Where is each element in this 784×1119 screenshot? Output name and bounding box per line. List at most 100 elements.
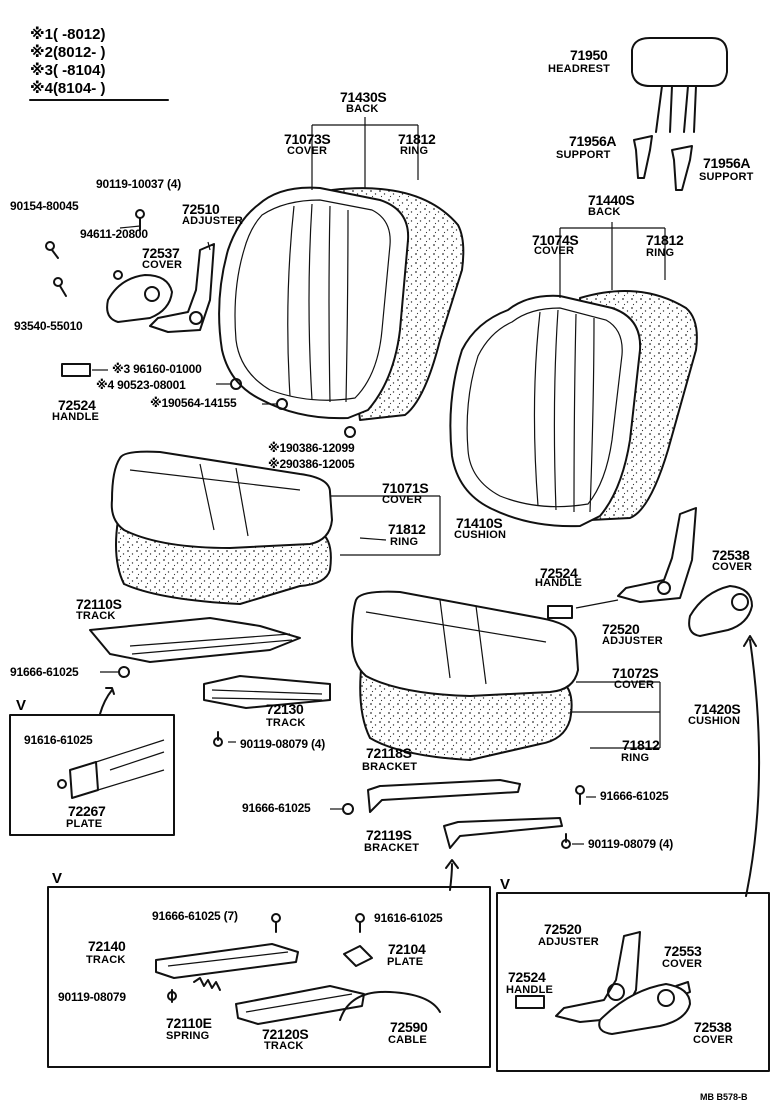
label-71072s-cover: COVER — [614, 679, 655, 691]
track-72120s-drawing — [235, 985, 365, 1025]
view-mark-2: V — [52, 870, 63, 887]
label-71956a-2: 71956A — [703, 155, 751, 171]
label-71440s-back: BACK — [588, 206, 621, 218]
adjuster-72520-drawing — [617, 507, 697, 603]
label-71071s: 71071S — [382, 480, 429, 496]
track-72140-drawing — [155, 943, 299, 979]
leader-lines — [92, 117, 666, 845]
label-72520-a: 72520 — [602, 621, 640, 637]
label-290386-12005: ※290386-12005 — [268, 457, 355, 471]
legend-row-3: ※3( -8104) — [30, 62, 106, 79]
label-71074s-cover: COVER — [534, 245, 575, 257]
handle-72524-drawing — [61, 363, 91, 377]
view-box-adjuster — [496, 892, 770, 1072]
label-71956a-2-support: SUPPORT — [699, 171, 754, 183]
label-190386-12099: ※190386-12099 — [268, 441, 355, 455]
cable-72590-drawing — [339, 990, 441, 1021]
label-71430s-back: BACK — [346, 103, 379, 115]
cushion-71420s-drawing — [351, 590, 579, 761]
label-71420s-cushion: CUSHION — [688, 715, 741, 727]
cover-72538b-drawing — [598, 983, 691, 1035]
label-71072s: 71072S — [612, 665, 659, 681]
bolt-91666a — [118, 666, 130, 678]
label-91666-61025-c: 91666-61025 — [600, 789, 669, 803]
label-72524-b: 72524 — [540, 565, 578, 581]
label-90523-08001: ※4 90523-08001 — [96, 378, 186, 392]
label-72104: 72104 — [388, 941, 426, 957]
view-mark-1: V — [16, 697, 27, 714]
label-72553: 72553 — [664, 943, 702, 959]
label-71812-a: 71812 — [398, 131, 436, 147]
label-91616-61025-a: 91616-61025 — [24, 733, 93, 747]
plate-72267-drawing — [57, 739, 165, 799]
label-headrest: HEADREST — [548, 63, 611, 75]
cover-72537-drawing — [106, 274, 173, 323]
handle-72524c-drawing — [515, 995, 545, 1009]
label-72110e-spring: SPRING — [166, 1030, 210, 1042]
spring-72110e-drawing — [193, 977, 221, 991]
legend-row-2: ※2(8012- ) — [30, 44, 106, 61]
bolt-93540-55010 — [53, 277, 67, 297]
label-72590-cable: CABLE — [388, 1034, 427, 1046]
bolt-90119-08079a — [213, 731, 223, 747]
label-72553-cover: COVER — [662, 958, 703, 970]
view-box-plate — [9, 714, 175, 836]
label-71812-d-ring: RING — [621, 752, 650, 764]
label-72267-plate: PLATE — [66, 818, 103, 830]
bolt-190386 — [344, 426, 356, 438]
headrest-part — [631, 37, 728, 133]
label-190564-14155: ※190564-14155 — [150, 396, 237, 410]
label-91666-61025-b: 91666-61025 — [242, 801, 311, 815]
label-72538-a-cover: COVER — [712, 561, 753, 573]
view-box-tracks — [47, 886, 491, 1068]
label-71430s: 71430S — [340, 89, 387, 105]
bracket-72119s-drawing — [443, 817, 563, 849]
label-72120s: 72120S — [262, 1026, 309, 1042]
label-94611-20800: 94611-20800 — [80, 227, 148, 241]
track-72110s-drawing — [89, 617, 301, 663]
label-72104-plate: PLATE — [387, 956, 424, 968]
label-72110e: 72110E — [166, 1015, 212, 1031]
view-mark-3: V — [500, 876, 511, 893]
label-91666-61025-d: 91666-61025 (7) — [152, 909, 238, 923]
nut-190564-14155 — [276, 398, 288, 410]
washer-94611-20800 — [113, 270, 123, 280]
label-72538-a: 72538 — [712, 547, 750, 563]
label-71812-d: 71812 — [622, 737, 660, 753]
bolt-90119-08079c — [167, 989, 177, 1003]
label-72130: 72130 — [266, 701, 304, 717]
label-72524-b-handle: HANDLE — [535, 577, 583, 589]
handle-72524b-drawing — [547, 605, 573, 619]
nut-90523-08001 — [230, 378, 242, 390]
label-72520-b-adjuster: ADJUSTER — [538, 936, 599, 948]
bolt-91666c — [575, 785, 585, 805]
label-90154-80045: 90154-80045 — [10, 199, 79, 213]
label-72524-a: 72524 — [58, 397, 96, 413]
bolt-91666d — [271, 913, 281, 933]
bolt-90154-80045 — [45, 241, 59, 259]
label-72590: 72590 — [390, 1019, 428, 1035]
cover-72538-drawing — [688, 585, 753, 637]
label-71073s-cover: COVER — [287, 145, 328, 157]
bolt-91616b — [355, 913, 365, 933]
label-72520-a-adjuster: ADJUSTER — [602, 635, 663, 647]
label-71812-b-ring: RING — [646, 247, 675, 259]
label-71812-b: 71812 — [646, 232, 684, 248]
label-72267: 72267 — [68, 803, 106, 819]
label-90119-08079-a: 90119-08079 (4) — [240, 737, 326, 751]
legend-row-4: ※4(8104- ) — [30, 80, 106, 97]
bolt-90119-08079b — [561, 833, 571, 849]
label-90119-10037: 90119-10037 (4) — [96, 177, 182, 191]
back-71430s-drawing — [218, 186, 465, 421]
label-72510: 72510 — [182, 201, 220, 217]
label-71410s-cushion: CUSHION — [454, 529, 507, 541]
label-71950: 71950 — [570, 47, 608, 63]
label-71420s: 71420S — [694, 701, 741, 717]
drawing-code: MB B578-B — [700, 1092, 748, 1102]
label-72118s-bracket: BRACKET — [362, 761, 418, 773]
label-96160-01000: ※3 96160-01000 — [112, 362, 202, 376]
label-72110s-track: TRACK — [76, 610, 116, 622]
label-71074s: 71074S — [532, 232, 579, 248]
